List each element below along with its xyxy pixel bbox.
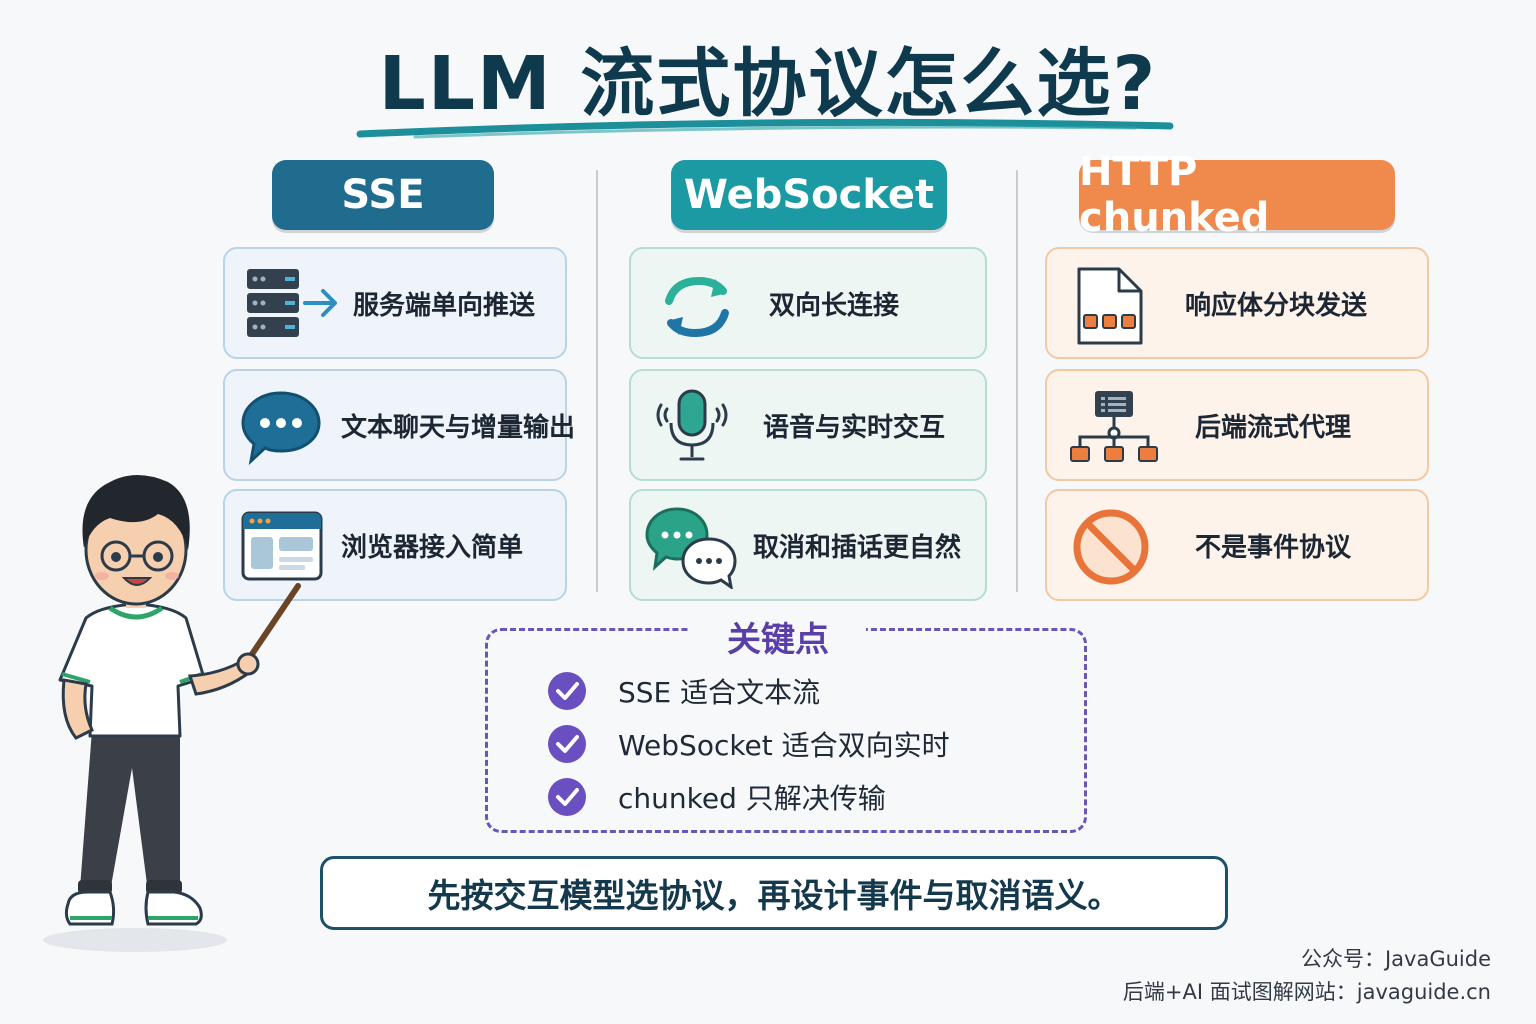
footer-account: 公众号：JavaGuide xyxy=(1300,947,1491,971)
key-point-item: SSE 适合文本流 xyxy=(547,670,820,712)
sse-card-label: 文本聊天与增量输出 xyxy=(341,412,576,443)
key-points-title: 关键点 xyxy=(690,612,866,660)
check-circle-icon xyxy=(548,778,586,816)
http-chunked-header: HTTP chunked xyxy=(1079,149,1395,241)
websocket-card-label: 语音与实时交互 xyxy=(763,412,946,443)
sse-header: SSE xyxy=(272,160,494,230)
sse-card-label: 浏览器接入简单 xyxy=(341,532,524,563)
browser-window-icon xyxy=(241,511,323,581)
key-point-text: chunked 只解决传输 xyxy=(618,782,886,815)
footer-website: 后端+AI 面试图解网站：javaguide.cn xyxy=(1122,980,1491,1004)
summary-text: 先按交互模型选协议，再设计事件与取消语义。 xyxy=(427,876,1121,915)
presenter-character-illustration xyxy=(43,475,301,952)
sse-card-chat: 文本聊天与增量输出 xyxy=(223,369,575,481)
websocket-card-bidirectional: 双向长连接 xyxy=(629,247,987,359)
check-circle-icon xyxy=(548,672,586,710)
chunked-card-chunks: 响应体分块发送 xyxy=(1045,247,1429,359)
key-point-item: WebSocket 适合双向实时 xyxy=(547,723,950,765)
sse-card-label: 服务端单向推送 xyxy=(353,290,536,321)
websocket-header: WebSocket xyxy=(671,160,947,230)
server-push-icon xyxy=(247,269,337,337)
column-divider xyxy=(596,170,598,592)
chunked-card-label: 后端流式代理 xyxy=(1195,412,1352,443)
websocket-card-label: 取消和插话更自然 xyxy=(753,532,962,563)
chunked-document-icon xyxy=(1077,267,1143,345)
proxy-tree-icon xyxy=(1070,391,1158,462)
chat-bubble-icon xyxy=(241,391,321,465)
chunked-card-label: 不是事件协议 xyxy=(1195,532,1352,563)
title-underline xyxy=(356,118,1174,139)
websocket-card-voice: 语音与实时交互 xyxy=(629,369,987,481)
sse-card-server-push: 服务端单向推送 xyxy=(223,247,567,359)
websocket-card-cancel: 取消和插话更自然 xyxy=(629,489,987,601)
prohibited-icon xyxy=(1073,509,1149,585)
key-point-item: chunked 只解决传输 xyxy=(547,776,886,818)
key-point-text: SSE 适合文本流 xyxy=(618,676,821,709)
conversation-bubbles-icon xyxy=(645,507,737,589)
summary-box: 先按交互模型选协议，再设计事件与取消语义。 xyxy=(320,856,1228,930)
column-divider xyxy=(1016,170,1018,592)
chunked-card-proxy: 后端流式代理 xyxy=(1045,369,1429,481)
websocket-card-label: 双向长连接 xyxy=(769,290,900,321)
page-title: LLM 流式协议怎么选? xyxy=(378,41,1158,127)
key-point-text: WebSocket 适合双向实时 xyxy=(618,729,950,762)
sse-card-browser: 浏览器接入简单 xyxy=(223,489,567,601)
bidirectional-arrows-icon xyxy=(665,276,729,338)
chunked-card-label: 响应体分块发送 xyxy=(1185,290,1368,321)
chunked-card-not-event: 不是事件协议 xyxy=(1045,489,1429,601)
check-circle-icon xyxy=(548,725,586,763)
microphone-icon xyxy=(656,389,728,461)
